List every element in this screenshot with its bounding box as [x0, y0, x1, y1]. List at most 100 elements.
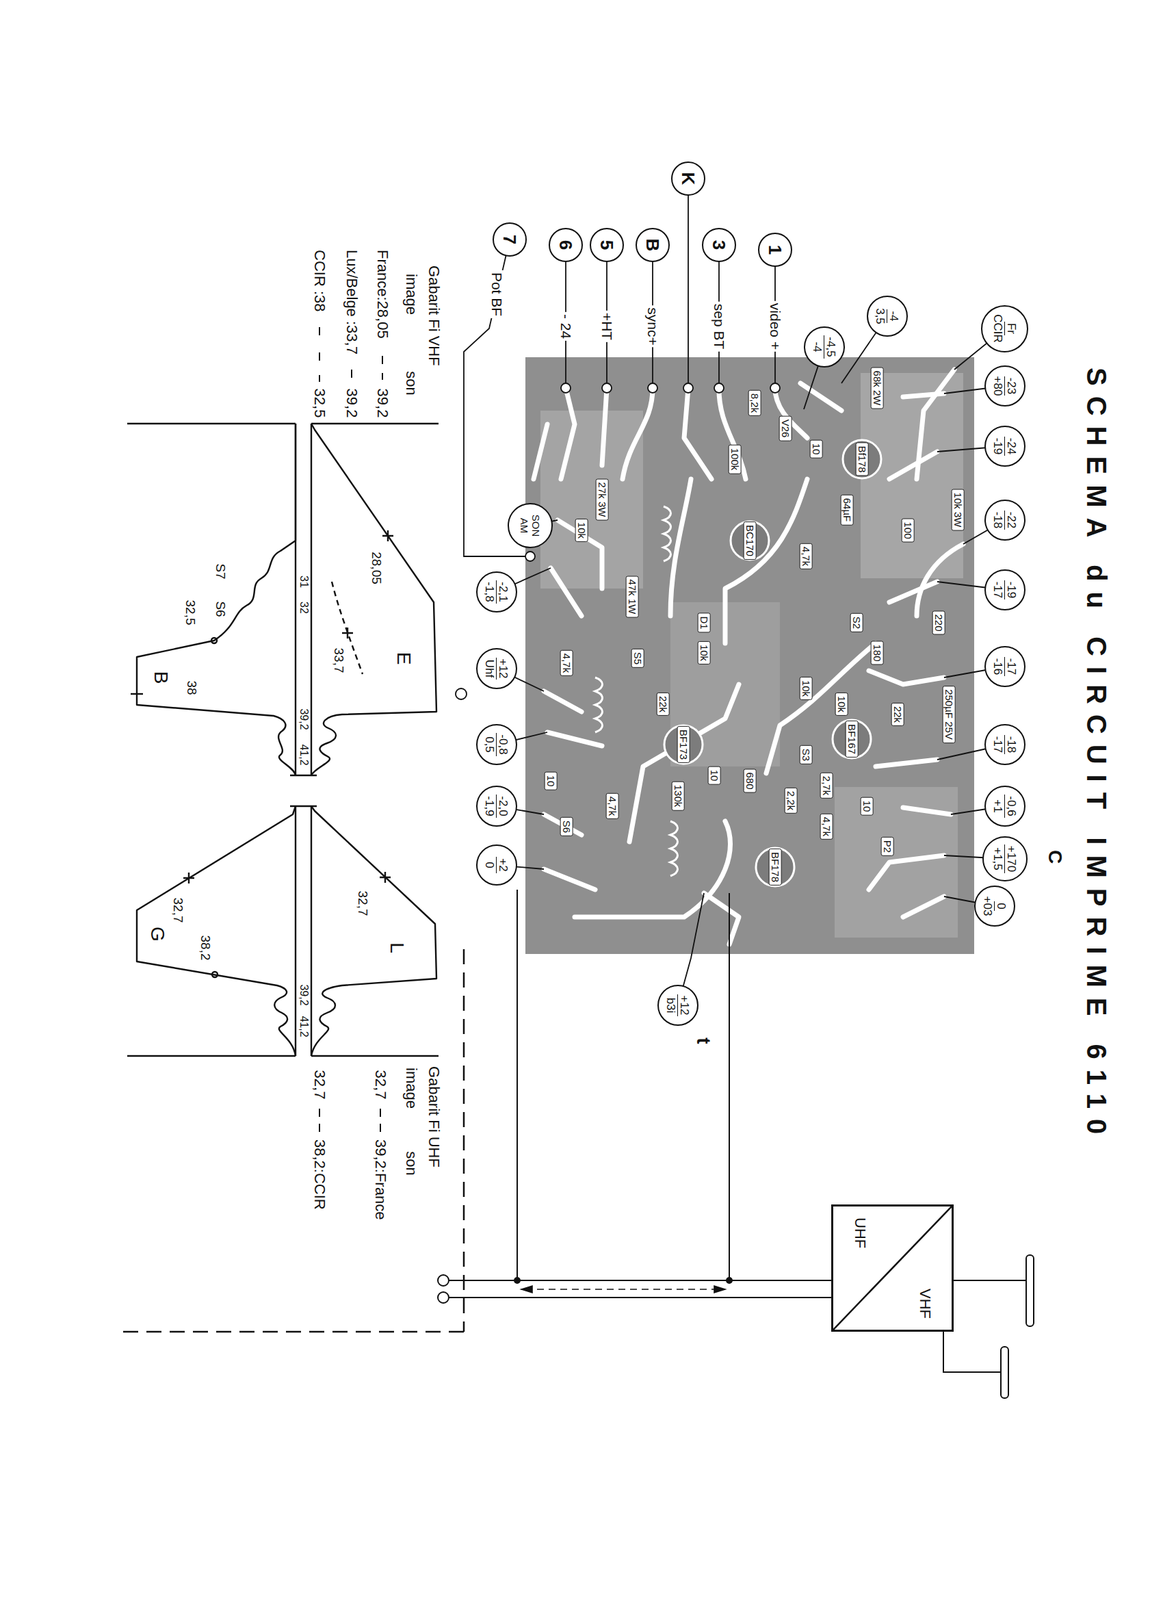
component-value: P2	[880, 836, 894, 856]
table-text: Lux/Belge :33,7	[342, 249, 360, 355]
component-value: 68k 2W	[870, 367, 884, 410]
component-value: 180	[870, 640, 884, 665]
pcb-board	[703, 892, 739, 945]
curve-letter: G	[146, 924, 169, 943]
component-value: BF167	[844, 720, 858, 758]
node-text: -23	[1004, 376, 1019, 397]
if-response-graph	[379, 871, 391, 883]
if-response-graph	[290, 775, 317, 806]
node-text: -24	[1004, 436, 1019, 457]
output-terminal	[437, 1291, 449, 1303]
component-value: 2,2k	[783, 787, 797, 814]
node-text: 5	[596, 240, 618, 250]
separator-dashed-line	[463, 948, 466, 1332]
dashed-double-arrow	[521, 1285, 726, 1293]
table-dash	[319, 327, 383, 1132]
component-value: BF173	[676, 725, 690, 763]
frequency-label: 39,2	[297, 707, 310, 730]
antenna-symbol	[1026, 1254, 1034, 1326]
if-response-graph	[382, 530, 394, 542]
component-value: 27k 3W	[595, 478, 609, 521]
pcb-board	[670, 478, 691, 616]
node-text: b3i	[664, 996, 678, 1015]
pcb-board	[543, 690, 582, 712]
output-terminal	[437, 1274, 449, 1303]
node-text: 0	[994, 900, 1009, 910]
wire-junction	[725, 1276, 733, 1284]
marker-letter: t	[692, 1037, 715, 1044]
pcb-board	[525, 357, 975, 954]
table-dash	[318, 1108, 321, 1132]
table-dash	[379, 1108, 382, 1132]
component-value: S2	[849, 612, 863, 633]
pcb-board	[916, 543, 964, 616]
if-response-graph	[310, 423, 312, 1056]
node-text: +2	[496, 856, 511, 873]
pcb-board	[622, 387, 653, 479]
pcb-board	[903, 393, 945, 397]
pcb-board	[664, 725, 703, 764]
pcb-board	[663, 506, 672, 561]
if-response-graph	[136, 805, 296, 1056]
node-text: 1	[764, 244, 786, 255]
if-response-graph	[130, 693, 143, 695]
node-text: -4,5	[824, 335, 839, 358]
pcb-board	[547, 732, 603, 746]
component-value: 10k	[834, 692, 848, 716]
test-point-circle: +12Uhf	[476, 647, 518, 689]
test-point-circle: -43,5	[866, 295, 908, 337]
frequency-label: 41,2	[297, 742, 310, 766]
node-text: SON AM	[518, 512, 542, 539]
if-response-graph	[136, 423, 296, 776]
test-point-circle: FrCCIR	[981, 305, 1029, 353]
component-value: S5	[630, 648, 644, 668]
node-text: K	[677, 172, 699, 186]
table-text: son	[402, 1150, 420, 1175]
pcb-board	[730, 521, 769, 560]
node-text: Uhf	[483, 658, 497, 679]
pcb-board	[868, 670, 945, 685]
antenna-symbol	[953, 1279, 1027, 1281]
signal-name: +HT	[598, 310, 616, 343]
if-response-graph	[183, 872, 195, 884]
test-point-circle: -18-17	[984, 723, 1026, 765]
if-response-graph	[311, 423, 437, 776]
signal-name: Pot BF	[488, 270, 505, 319]
signal-name: - 24	[557, 311, 574, 341]
node-text: -2,1	[496, 580, 511, 603]
separator-dashed-line	[122, 948, 464, 1332]
separator-dashed-line	[122, 1330, 464, 1333]
signal-name: sync+	[644, 305, 661, 347]
test-point-circle: -23+80	[984, 365, 1026, 407]
if-response-graph	[127, 423, 439, 1056]
frequency-label: 32,7	[170, 896, 186, 925]
antenna-symbol	[943, 1254, 1034, 1398]
pin-pad	[455, 688, 467, 700]
curve-letter: E	[392, 650, 415, 667]
if-output-wire	[728, 892, 730, 1280]
dashed-double-arrow	[528, 1288, 719, 1290]
wire-junction	[513, 1276, 521, 1284]
component-value: BF178	[768, 848, 782, 886]
component-value: 10	[859, 796, 873, 816]
frequency-label: 32	[297, 600, 310, 615]
frequency-label: 38	[184, 678, 200, 696]
frequency-label: 39,2	[297, 983, 310, 1006]
frequency-label: 31	[297, 574, 310, 589]
table-text: 39,2	[373, 388, 391, 418]
component-value: 8,2k	[747, 389, 761, 416]
pcb-board	[684, 387, 712, 479]
pcb-board	[889, 451, 938, 479]
node-text: -16	[991, 656, 1005, 677]
node-text: +12	[496, 657, 511, 681]
leader-line	[687, 178, 689, 384]
node-text: -4	[811, 340, 825, 354]
component-value: 22k	[656, 692, 670, 716]
pcb-board	[868, 855, 945, 890]
connector-circle: 7	[492, 222, 527, 257]
table-text: 39,2:France	[371, 1139, 389, 1220]
pcb-board	[533, 369, 964, 945]
frequency-label: 32,7	[355, 889, 371, 918]
table-text: 32,5	[310, 388, 328, 418]
